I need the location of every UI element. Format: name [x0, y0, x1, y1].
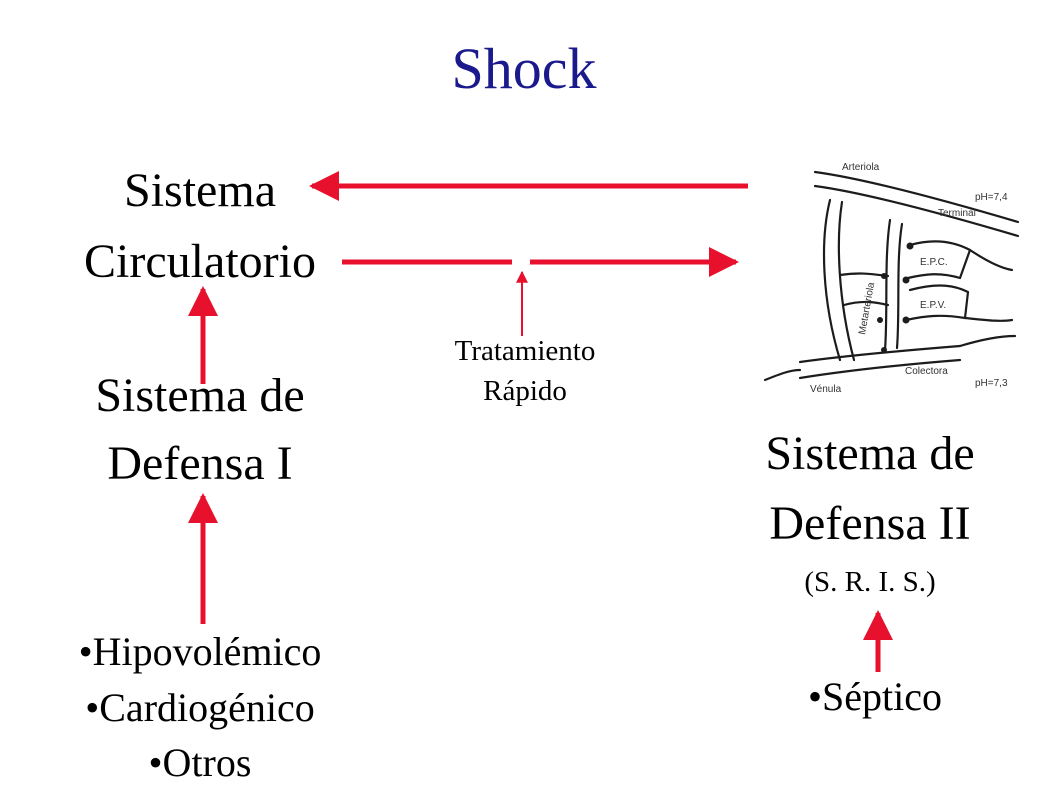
- sris-label: (S. R. I. S.): [804, 566, 936, 598]
- sistema-defensa-2-line-2: Defensa II: [769, 497, 971, 550]
- causa-septico: •Séptico: [808, 674, 942, 719]
- causa-cardiogenico: •Cardiogénico: [85, 685, 315, 730]
- cap-label-terminal: Terminal: [938, 208, 976, 219]
- cap-label-epv: E.P.V.: [920, 300, 946, 311]
- cap-label-venula: Vénula: [810, 384, 842, 395]
- cap-label-epc: E.P.C.: [920, 257, 948, 268]
- cap-label-arteriola: Arteriola: [842, 162, 880, 173]
- cap-label-colectora: Colectora: [905, 366, 948, 377]
- sistema-defensa-1-line-2: Defensa I: [107, 437, 293, 490]
- sistema-circulatorio-line-2: Circulatorio: [84, 235, 316, 288]
- cap-label-ph-top: pH=7,4: [975, 192, 1008, 203]
- capillary-bed-illustration: Arteriola Terminal pH=7,4 Metarteriola E…: [763, 162, 1020, 395]
- sistema-defensa-2-line-1: Sistema de: [765, 427, 975, 480]
- tratamiento-line-2: Rápido: [483, 375, 567, 407]
- causa-otros: •Otros: [148, 740, 252, 785]
- causa-hipovolemico: •Hipovolémico: [78, 629, 322, 674]
- cap-label-ph-bottom: pH=7,3: [975, 378, 1008, 389]
- sistema-defensa-1-line-1: Sistema de: [95, 369, 305, 422]
- page-title: Shock: [451, 36, 597, 101]
- sistema-circulatorio-line-1: Sistema: [124, 164, 276, 217]
- tratamiento-line-1: Tratamiento: [454, 335, 596, 367]
- cap-label-metarteriola: Metarteriola: [857, 281, 877, 335]
